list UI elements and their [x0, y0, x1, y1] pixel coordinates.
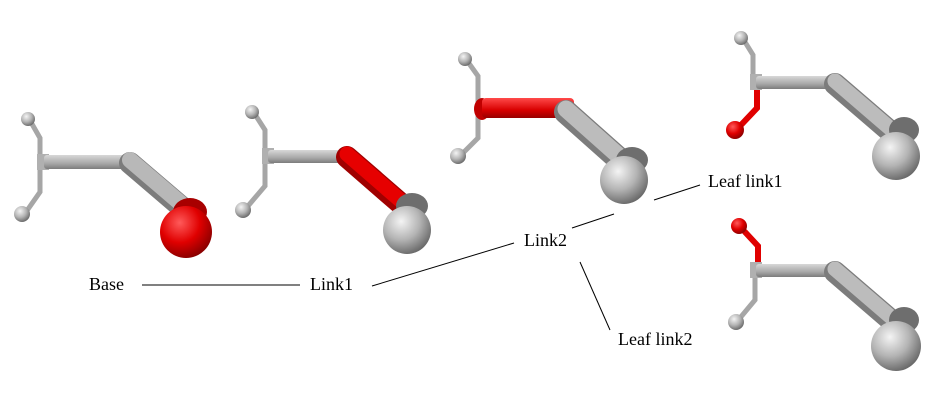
robot-link2-highlight	[450, 52, 648, 204]
leaf-link2-gray	[23, 163, 43, 215]
leader-link1-link2	[371, 242, 515, 287]
leader-link2-robot3	[571, 213, 615, 229]
base-gray	[383, 193, 431, 254]
link2-red	[474, 98, 574, 120]
leaf-link2-red	[742, 229, 761, 267]
link1-red	[336, 146, 411, 214]
label-base: Base	[89, 274, 124, 294]
leader-lines	[142, 184, 701, 331]
label-link1: Link1	[310, 274, 353, 294]
label-leaf-link1: Leaf link1	[708, 171, 782, 191]
robot-leaf-link2-highlight	[728, 218, 921, 371]
link2-gray	[44, 155, 130, 169]
leader-leaf1	[653, 184, 701, 201]
robot-base-highlight	[14, 112, 212, 258]
leaf-link1-red	[737, 81, 760, 129]
leaf-link1-gray	[29, 121, 43, 163]
robot-link1-highlight	[235, 105, 431, 254]
link1-gray	[119, 152, 196, 221]
robot-leaf-link1-highlight	[726, 31, 920, 180]
label-link2: Link2	[524, 230, 567, 250]
base-red	[160, 198, 212, 258]
leader-link2-leaf2	[579, 261, 611, 331]
label-leaf-link2: Leaf link2	[618, 329, 692, 349]
